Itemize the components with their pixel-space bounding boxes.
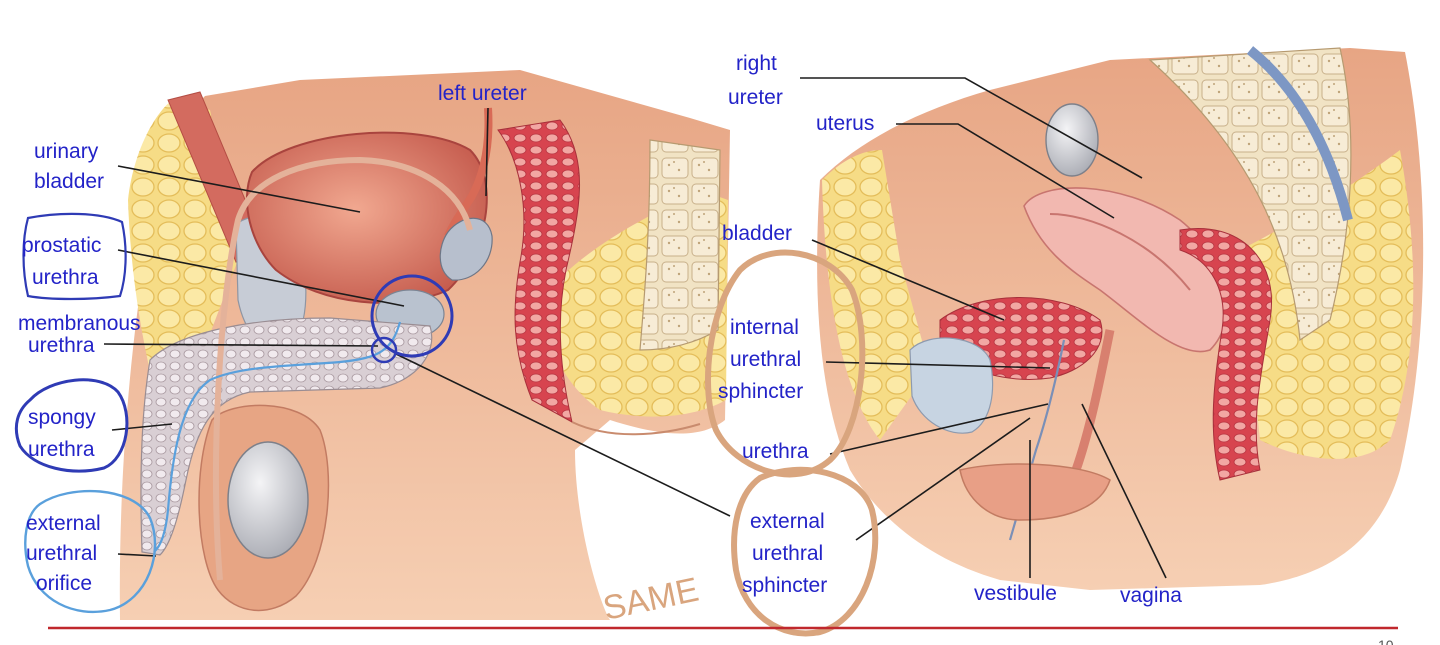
pen-box-prostatic	[22, 212, 127, 301]
label-external-urethral-sphincter-line2: urethral	[752, 542, 823, 565]
label-external-urethral-orifice-line2: urethral	[26, 542, 97, 565]
leader-spongy-urethra	[111, 423, 173, 431]
male-labels: left ureter urinary bladder prostatic ur…	[18, 82, 527, 595]
female-uterine-cavity	[1049, 213, 1191, 291]
label-urinary-bladder-line1: urinary	[34, 140, 99, 163]
label-right-ureter-line1: right	[736, 52, 777, 75]
label-external-urethral-sphincter-line3: sphincter	[742, 574, 827, 597]
label-prostatic-urethra-line1: prostatic	[22, 234, 101, 257]
leader-male-external-sphincter	[395, 353, 731, 517]
male-pelvis-illustration	[119, 70, 731, 620]
female-ovary	[1045, 103, 1099, 177]
label-membranous-urethra-line2: urethra	[28, 334, 95, 357]
label-spongy-urethra-line2: urethra	[28, 438, 95, 461]
female-pubic-bone	[909, 337, 994, 434]
label-external-urethral-sphincter-line1: external	[750, 510, 825, 533]
leader-external-sphincter	[855, 417, 1031, 541]
female-pelvis-illustration	[817, 46, 1424, 590]
female-labia	[959, 463, 1111, 521]
label-internal-urethral-sphincter-line2: urethral	[730, 348, 801, 371]
label-right-ureter-line2: ureter	[728, 86, 783, 109]
leader-right-ureter	[800, 77, 1143, 179]
male-sacrum	[639, 139, 721, 351]
male-rectum	[497, 119, 581, 423]
female-labels: right ureter uterus bladder internal ure…	[718, 52, 1182, 607]
male-urethra-path	[153, 321, 402, 553]
label-prostatic-urethra-line2: urethra	[32, 266, 99, 289]
pen-circle-external-sphincter	[731, 466, 879, 637]
label-uterus: uterus	[816, 112, 874, 135]
label-external-urethral-orifice-line3: orifice	[36, 572, 92, 595]
label-urethra: urethra	[742, 440, 809, 463]
leader-membranous-urethra	[103, 343, 379, 347]
male-testis	[227, 441, 309, 559]
female-rectum	[1179, 228, 1272, 481]
leader-urethra	[829, 403, 1049, 455]
leader-uterus	[896, 123, 1115, 219]
page-number: 10	[1378, 637, 1394, 645]
label-vagina: vagina	[1120, 584, 1182, 607]
leader-bladder	[811, 239, 1005, 321]
female-urethra-tube	[1008, 339, 1066, 541]
female-vagina-canal	[1071, 329, 1115, 472]
female-fat-front	[822, 150, 930, 440]
pen-circle-membranous	[370, 336, 398, 364]
male-ductus-deferens	[213, 156, 473, 581]
leader-lines	[103, 77, 1167, 579]
label-urinary-bladder-line2: bladder	[34, 170, 104, 193]
handwritten-same-note: SAME	[600, 571, 702, 628]
female-sacrum	[1148, 47, 1352, 342]
label-spongy-urethra-line1: spongy	[28, 406, 96, 429]
female-vessel	[1246, 46, 1353, 222]
leader-urinary-bladder	[117, 165, 361, 213]
leader-prostatic-urethra	[117, 249, 405, 307]
female-uterus-shape	[1023, 187, 1228, 353]
pen-circle-prostate	[370, 274, 454, 358]
label-internal-urethral-sphincter-line1: internal	[730, 316, 799, 339]
label-left-ureter: left ureter	[438, 82, 527, 105]
male-seminal-vesicle	[439, 217, 493, 281]
leader-left-ureter	[485, 107, 489, 197]
label-external-urethral-orifice-line1: external	[26, 512, 101, 535]
male-buttock-curve	[571, 421, 701, 436]
label-internal-urethral-sphincter-line3: sphincter	[718, 380, 803, 403]
label-bladder: bladder	[722, 222, 792, 245]
label-membranous-urethra-line1: membranous	[18, 312, 141, 335]
leader-external-urethral-orifice	[117, 553, 157, 557]
leader-vagina	[1081, 403, 1167, 579]
pen-circle-external-orifice	[24, 489, 157, 614]
pen-circle-spongy	[14, 378, 129, 473]
pen-circle-internal-sphincter	[705, 249, 866, 478]
label-vestibule: vestibule	[974, 582, 1057, 605]
